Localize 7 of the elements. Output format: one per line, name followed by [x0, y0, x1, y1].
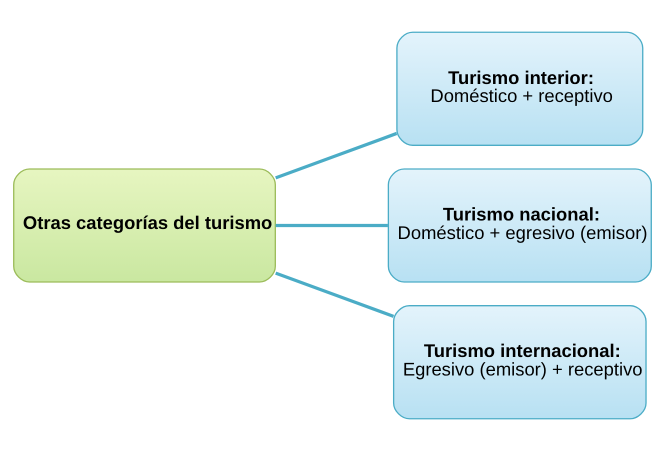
connector	[276, 223, 388, 227]
connector	[275, 131, 398, 179]
node-box: Turismo nacional: Doméstico + egresivo (emisor)	[388, 168, 652, 282]
connector	[275, 271, 394, 318]
node-box: Turismo interior: Doméstico + receptivo	[396, 31, 644, 146]
node-box: Otras categorías del turismo	[13, 168, 276, 282]
node-box: Turismo internacional: Egresivo (emisor) + receptivo	[392, 304, 647, 419]
